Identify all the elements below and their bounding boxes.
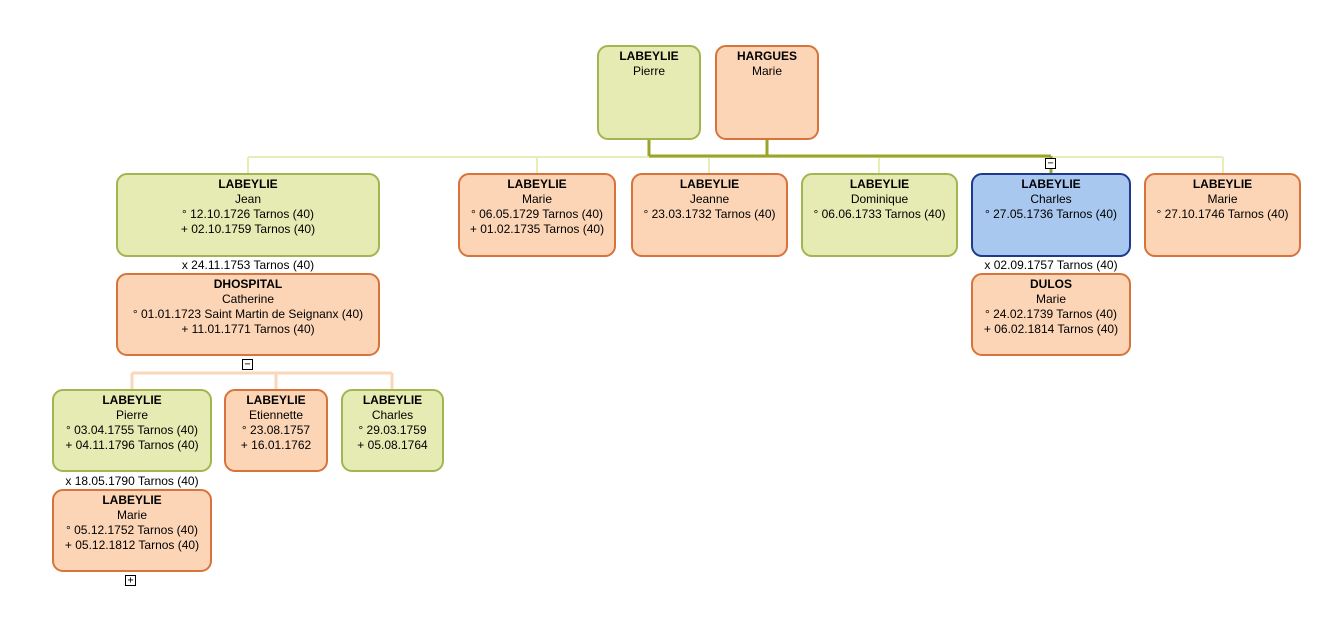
person-birth: ° 29.03.1759 (358, 423, 427, 437)
collapse-toggle-t_s1[interactable]: − (242, 359, 253, 370)
person-surname: LABEYLIE (102, 393, 162, 407)
person-surname: DHOSPITAL (213, 277, 283, 291)
person-birth: ° 03.04.1755 Tarnos (40) (66, 423, 198, 437)
person-given-name: Marie (751, 64, 782, 78)
person-death: + 06.02.1814 Tarnos (40) (983, 322, 1119, 336)
person-death: + 05.12.1812 Tarnos (40) (64, 538, 200, 552)
person-surname: LABEYLIE (102, 493, 162, 507)
person-surname: LABEYLIE (679, 177, 740, 191)
marriage-label-mg1: x 18.05.1790 Tarnos (40) (65, 474, 199, 488)
person-given-name: Charles (371, 408, 414, 422)
person-birth: ° 27.05.1736 Tarnos (40) (985, 207, 1117, 221)
person-death: + 16.01.1762 (240, 438, 312, 452)
person-given-name: Jean (234, 192, 262, 206)
person-birth: ° 06.05.1729 Tarnos (40) (471, 207, 603, 221)
person-death: + 04.11.1796 Tarnos (40) (65, 438, 199, 452)
person-birth: ° 12.10.1726 Tarnos (40) (182, 207, 314, 221)
person-birth: ° 23.03.1732 Tarnos (40) (643, 207, 776, 221)
person-surname: LABEYLIE (849, 177, 910, 191)
person-birth: ° 05.12.1752 Tarnos (40) (66, 523, 198, 537)
person-given-name: Marie (521, 192, 552, 206)
person-given-name: Charles (1030, 192, 1072, 206)
person-surname: LABEYLIE (218, 177, 278, 191)
person-birth: ° 24.02.1739 Tarnos (40) (985, 307, 1117, 321)
person-surname: DULOS (1030, 277, 1072, 291)
person-death: + 11.01.1771 Tarnos (40) (181, 322, 315, 336)
person-surname: LABEYLIE (362, 393, 423, 407)
person-given-name: Etiennette (248, 408, 304, 422)
person-given-name: Pierre (115, 408, 148, 422)
person-given-name: Jeanne (689, 192, 730, 206)
person-surname: LABEYLIE (246, 393, 306, 407)
person-birth: ° 23.08.1757 (241, 423, 311, 437)
person-death: + 02.10.1759 Tarnos (40) (180, 222, 316, 236)
person-birth: ° 01.01.1723 Saint Martin de Seignanx (4… (132, 307, 364, 321)
person-given-name: Marie (1207, 192, 1238, 206)
person-given-name: Dominique (850, 192, 909, 206)
person-surname: LABEYLIE (1021, 177, 1081, 191)
marriage-label-m1: x 24.11.1753 Tarnos (40) (181, 258, 315, 272)
person-given-name: Catherine (221, 292, 275, 306)
collapse-toggle-t_c5[interactable]: − (1045, 158, 1056, 169)
expand-toggle-t_gs1[interactable]: + (125, 575, 136, 586)
person-given-name: Pierre (632, 64, 665, 78)
person-surname: LABEYLIE (619, 49, 679, 63)
marriage-label-m5: x 02.09.1757 Tarnos (40) (984, 258, 1118, 272)
person-death: + 01.02.1735 Tarnos (40) (469, 222, 605, 236)
person-surname: LABEYLIE (507, 177, 567, 191)
person-surname: HARGUES (736, 49, 797, 63)
person-death: + 05.08.1764 (357, 438, 428, 452)
person-given-name: Marie (1035, 292, 1066, 306)
person-birth: ° 27.10.1746 Tarnos (40) (1156, 207, 1289, 221)
person-birth: ° 06.06.1733 Tarnos (40) (813, 207, 946, 221)
person-given-name: Marie (116, 508, 147, 522)
person-surname: LABEYLIE (1192, 177, 1253, 191)
